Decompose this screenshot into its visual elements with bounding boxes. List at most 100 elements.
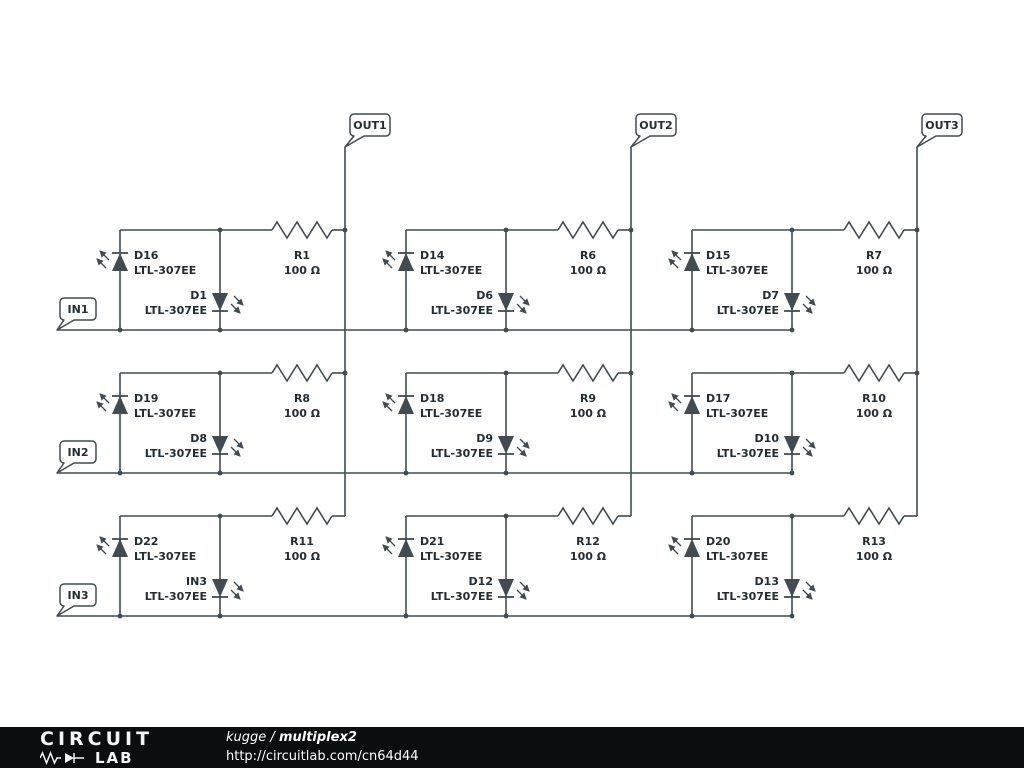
junction-dot <box>628 227 634 233</box>
led-icon <box>212 436 244 457</box>
led-icon <box>96 250 128 271</box>
resistor-designator: R11 <box>290 535 314 548</box>
led-designator: D7 <box>762 289 779 302</box>
led-part-number: LTL-307EE <box>134 550 196 563</box>
light-emission-arrow <box>671 536 682 547</box>
led-part-number: LTL-307EE <box>145 590 207 603</box>
junction-dot <box>789 613 795 619</box>
resistor-icon <box>557 506 619 526</box>
light-emission-arrow <box>671 393 682 404</box>
light-emission-arrow <box>230 303 241 314</box>
resistor-value: 100 Ω <box>856 407 893 420</box>
light-emission-arrow <box>516 446 527 457</box>
light-emission-arrow <box>385 393 396 404</box>
resistor-value: 100 Ω <box>284 264 321 277</box>
led-part-number: LTL-307EE <box>134 407 196 420</box>
junction-dot <box>503 227 509 233</box>
net-tag-OUT2: OUT2 <box>630 113 677 148</box>
author-name: kugge <box>226 730 267 746</box>
led-designator: D18 <box>420 392 444 405</box>
output-net-OUT1: OUT1 <box>344 113 391 516</box>
junction-dot <box>403 470 409 476</box>
light-emission-arrow <box>233 438 244 449</box>
led-icon <box>498 436 530 457</box>
light-emission-arrow <box>385 250 396 261</box>
light-emission-arrow <box>230 589 241 600</box>
led-icon <box>784 293 816 314</box>
light-emission-arrow <box>802 446 813 457</box>
junction-dot <box>689 327 695 333</box>
net-tag-IN3: IN3 <box>56 583 97 617</box>
led-part-number: LTL-307EE <box>706 407 768 420</box>
junction-dot <box>217 470 223 476</box>
light-emission-arrow <box>382 401 393 412</box>
junction-dot <box>789 370 795 376</box>
resistor-icon <box>557 363 619 383</box>
led-designator: D13 <box>755 575 779 588</box>
junction-dot <box>689 613 695 619</box>
resistor-icon <box>271 220 333 240</box>
led-icon <box>96 536 128 557</box>
light-emission-arrow <box>519 438 530 449</box>
footer-bar: CIRCUIT LAB kugge / multiplex2 http://ci… <box>0 727 1024 768</box>
led-part-number: LTL-307EE <box>420 264 482 277</box>
light-emission-arrow <box>99 393 110 404</box>
resistor-designator: R6 <box>580 249 596 262</box>
resistor-designator: R12 <box>576 535 600 548</box>
junction-dot <box>503 370 509 376</box>
net-tag-IN2: IN2 <box>56 440 97 474</box>
resistor-value: 100 Ω <box>856 550 893 563</box>
junction-dot <box>403 613 409 619</box>
light-emission-arrow <box>233 295 244 306</box>
led-icon <box>668 393 700 414</box>
light-emission-arrow <box>96 258 107 269</box>
light-emission-arrow <box>385 536 396 547</box>
output-net-OUT2: OUT2 <box>630 113 677 516</box>
light-emission-arrow <box>382 258 393 269</box>
led-icon <box>784 436 816 457</box>
led-part-number: LTL-307EE <box>420 550 482 563</box>
junction-dot <box>789 327 795 333</box>
light-emission-arrow <box>516 589 527 600</box>
led-designator: D17 <box>706 392 730 405</box>
light-emission-arrow <box>233 581 244 592</box>
led-icon <box>668 250 700 271</box>
resistor-value: 100 Ω <box>570 550 607 563</box>
net-tag-label: OUT2 <box>639 119 672 132</box>
led-part-number: LTL-307EE <box>431 304 493 317</box>
led-icon <box>784 579 816 600</box>
input-net-IN1: IN1 <box>56 297 792 331</box>
junction-dot <box>217 370 223 376</box>
junction-dot <box>789 470 795 476</box>
resistor-value: 100 Ω <box>856 264 893 277</box>
light-emission-arrow <box>516 303 527 314</box>
led-icon <box>498 579 530 600</box>
net-flag-shape <box>56 583 97 617</box>
net-tag-OUT3: OUT3 <box>916 113 963 148</box>
light-emission-arrow <box>99 250 110 261</box>
net-tag-IN1: IN1 <box>56 297 97 331</box>
share-url: http://circuitlab.com/cn64d44 <box>226 748 419 764</box>
junction-dot <box>117 613 123 619</box>
input-net-IN2: IN2 <box>56 440 792 474</box>
led-icon <box>382 250 414 271</box>
output-net-OUT3: OUT3 <box>916 113 963 516</box>
resistor-icon <box>843 506 905 526</box>
led-part-number: LTL-307EE <box>145 447 207 460</box>
led-designator: IN3 <box>186 575 207 588</box>
led-designator: D12 <box>469 575 493 588</box>
resistor-designator: R1 <box>294 249 310 262</box>
byline: kugge / multiplex2 <box>226 729 419 747</box>
net-tag-label: IN1 <box>68 303 89 316</box>
led-designator: D9 <box>476 432 493 445</box>
resistor-icon <box>271 363 333 383</box>
led-part-number: LTL-307EE <box>706 264 768 277</box>
led-icon <box>382 393 414 414</box>
light-emission-arrow <box>382 544 393 555</box>
light-emission-arrow <box>668 544 679 555</box>
